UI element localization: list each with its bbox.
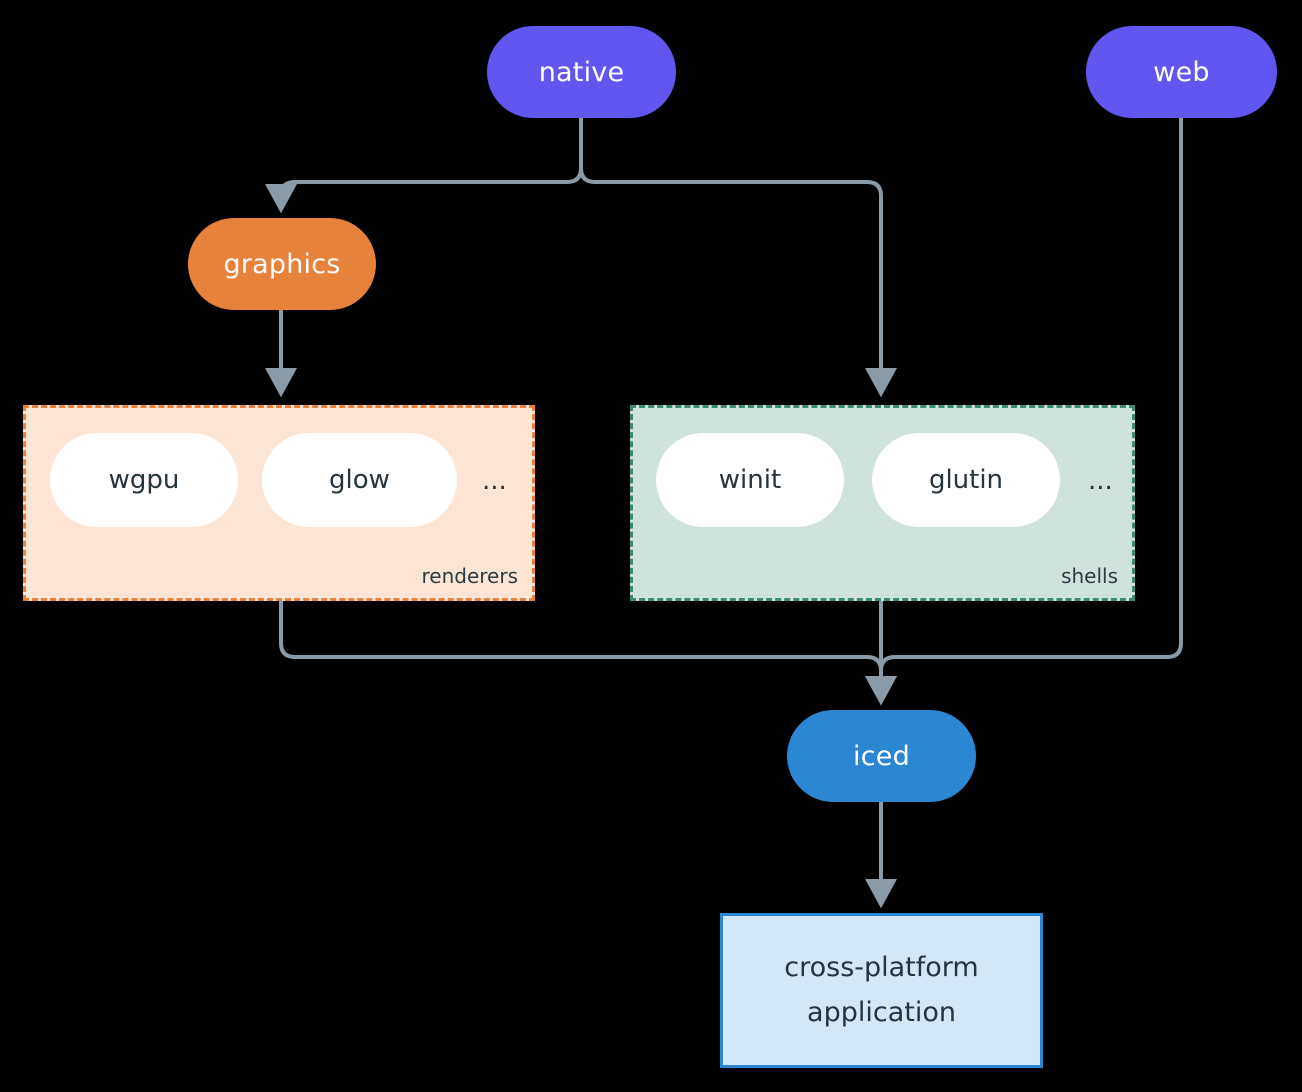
node-cross-platform-application[interactable]: cross-platform application [720,913,1043,1068]
application-label-line2: application [807,996,956,1028]
chip-wgpu[interactable]: wgpu [50,433,238,527]
node-graphics-label: graphics [223,248,341,280]
chip-winit[interactable]: winit [656,433,844,527]
cluster-shells-label: shells [1061,564,1118,588]
edge-renderers-to-iced [279,601,897,706]
cluster-renderers-label: renderers [421,564,519,588]
chip-glow-label: glow [329,465,390,495]
node-web-label: web [1153,56,1210,88]
node-iced-label: iced [853,740,910,772]
chip-winit-label: winit [718,465,782,495]
chip-glow[interactable]: glow [262,433,457,527]
node-iced[interactable]: iced [787,710,976,802]
edge-native-to-shells [579,118,897,398]
chip-wgpu-label: wgpu [108,465,180,495]
edge-native-to-graphics [265,118,583,214]
chip-glutin-label: glutin [928,465,1004,495]
node-native[interactable]: native [487,26,676,118]
node-web[interactable]: web [1086,26,1277,118]
chip-glutin[interactable]: glutin [872,433,1060,527]
shells-overflow-ellipsis: ... [1088,466,1113,496]
node-native-label: native [538,56,625,88]
application-label-line1: cross-platform [784,951,979,983]
node-graphics[interactable]: graphics [188,218,376,310]
renderers-overflow-ellipsis: ... [482,466,507,496]
